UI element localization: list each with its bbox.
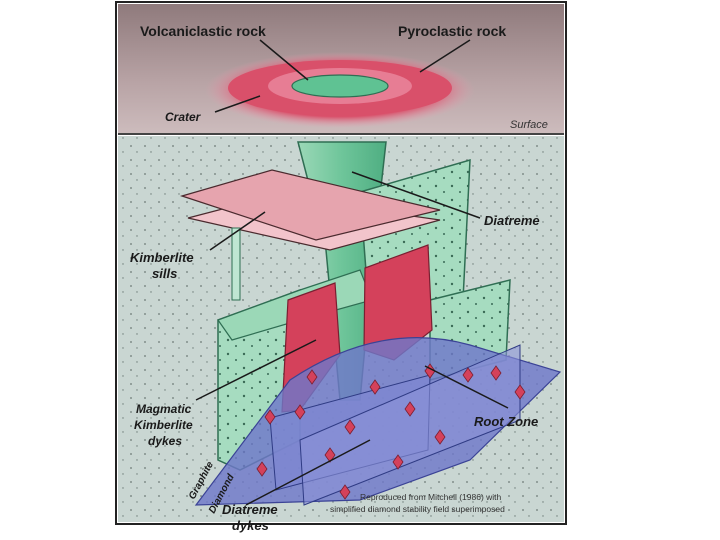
label-crater: Crater — [165, 110, 202, 124]
label-pyroclastic: Pyroclastic rock — [398, 23, 506, 39]
label-diatreme: Diatreme — [484, 213, 540, 228]
diamond-markers — [256, 363, 526, 500]
label-surface: Surface — [510, 119, 548, 131]
label-sills-1: Kimberlite — [130, 250, 194, 265]
label-diatreme-dykes-2: dykes — [232, 518, 269, 533]
sill-upper — [179, 169, 441, 241]
label-dykes-2: Kimberlite — [134, 418, 193, 432]
leader-lines — [195, 39, 509, 506]
label-diatreme-dykes-1: Diatreme — [222, 502, 278, 517]
label-sills-2: sills — [152, 266, 177, 281]
label-volcaniclastic: Volcaniclastic rock — [140, 23, 266, 39]
credit-line-2: simplified diamond stability field super… — [330, 504, 505, 514]
label-root-zone: Root Zone — [474, 414, 538, 429]
label-dykes-3: dykes — [148, 434, 182, 448]
credit-line-1: Reproduced from Mitchell (1986) with — [360, 492, 502, 502]
label-dykes-1: Magmatic — [136, 402, 192, 416]
sill-connector-left — [231, 227, 241, 301]
crater-vent — [291, 74, 389, 98]
